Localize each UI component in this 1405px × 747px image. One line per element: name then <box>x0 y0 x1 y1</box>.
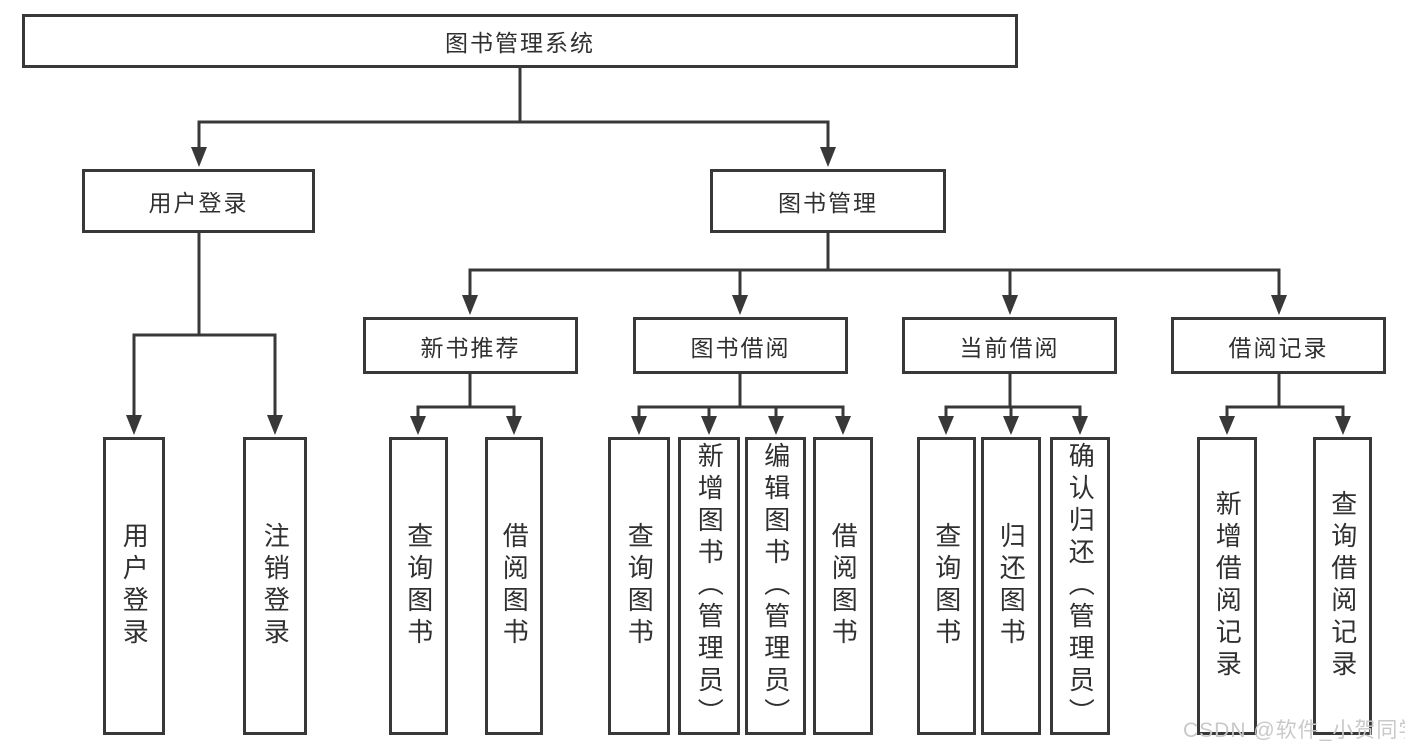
node-book-management-label: 图书管理 <box>778 190 878 216</box>
leaf-borrow-books-borrowing-label: 借阅图书 <box>828 522 859 650</box>
leaf-edit-book-admin-label: 编辑图书（管理员） <box>760 442 791 730</box>
leaf-confirm-return-admin: 确认归还（管理员） <box>1050 437 1110 735</box>
arrowheads-current-borrowing-leaves <box>938 416 1088 435</box>
arrowheads-level3 <box>462 295 1287 315</box>
leaf-user-login-label: 用户登录 <box>119 522 150 650</box>
connector-new-book-to-leaves <box>416 372 516 419</box>
arrowheads-new-book-leaves <box>410 416 522 435</box>
arrowheads-book-borrowing-leaves <box>631 416 851 435</box>
leaf-query-books-borrowing: 查询图书 <box>608 437 670 735</box>
arrowheads-user-login-leaves <box>126 415 283 435</box>
csdn-watermark: CSDN @软件_小贺同学 <box>1183 719 1405 742</box>
leaf-logout: 注销登录 <box>243 437 307 735</box>
connector-current-borrowing-to-leaves <box>944 372 1082 419</box>
leaf-add-book-admin-label: 新增图书（管理员） <box>694 442 725 730</box>
leaf-edit-book-admin: 编辑图书（管理员） <box>745 437 806 735</box>
leaf-query-books-current-label: 查询图书 <box>931 522 962 650</box>
leaf-query-borrow-record: 查询借阅记录 <box>1313 437 1372 735</box>
connector-book-management-to-level3 <box>468 231 1281 299</box>
leaf-borrow-books-borrowing: 借阅图书 <box>813 437 873 735</box>
connector-root-to-level2 <box>197 66 830 150</box>
node-borrowing-records-label: 借阅记录 <box>1228 334 1329 361</box>
node-borrowing-records: 借阅记录 <box>1171 317 1386 374</box>
leaf-query-books-current: 查询图书 <box>917 437 976 735</box>
leaf-return-books-label: 归还图书 <box>996 522 1027 650</box>
leaf-query-books-recommend: 查询图书 <box>389 437 448 735</box>
leaf-confirm-return-admin-label: 确认归还（管理员） <box>1065 442 1096 730</box>
node-current-borrowing: 当前借阅 <box>902 317 1117 374</box>
node-root-label: 图书管理系统 <box>445 30 595 56</box>
leaf-query-books-recommend-label: 查询图书 <box>403 522 434 650</box>
node-user-login: 用户登录 <box>82 169 315 233</box>
arrowheads-borrowing-records-leaves <box>1219 416 1351 435</box>
leaf-logout-label: 注销登录 <box>260 522 291 650</box>
leaf-return-books: 归还图书 <box>981 437 1041 735</box>
node-book-borrowing: 图书借阅 <box>633 317 848 374</box>
arrowheads-level2 <box>191 147 836 167</box>
connector-borrowing-records-to-leaves <box>1225 372 1345 419</box>
node-new-book-recommendation: 新书推荐 <box>363 317 578 374</box>
leaf-user-login: 用户登录 <box>103 437 165 735</box>
leaf-add-book-admin: 新增图书（管理员） <box>678 437 740 735</box>
node-current-borrowing-label: 当前借阅 <box>959 334 1060 361</box>
node-user-login-label: 用户登录 <box>148 190 249 216</box>
node-book-management: 图书管理 <box>710 169 946 233</box>
node-new-book-recommendation-label: 新书推荐 <box>420 334 521 361</box>
leaf-add-borrow-record: 新增借阅记录 <box>1197 437 1257 735</box>
connector-user-login-to-leaves <box>132 231 277 418</box>
leaf-query-borrow-record-label: 查询借阅记录 <box>1327 490 1358 682</box>
leaf-query-books-borrowing-label: 查询图书 <box>624 522 655 650</box>
leaf-borrow-books-recommend-label: 借阅图书 <box>499 522 530 650</box>
node-root-system: 图书管理系统 <box>22 14 1018 68</box>
connector-book-borrowing-to-leaves <box>637 372 845 419</box>
leaf-borrow-books-recommend: 借阅图书 <box>485 437 543 735</box>
node-book-borrowing-label: 图书借阅 <box>690 334 791 361</box>
leaf-add-borrow-record-label: 新增借阅记录 <box>1212 490 1243 682</box>
